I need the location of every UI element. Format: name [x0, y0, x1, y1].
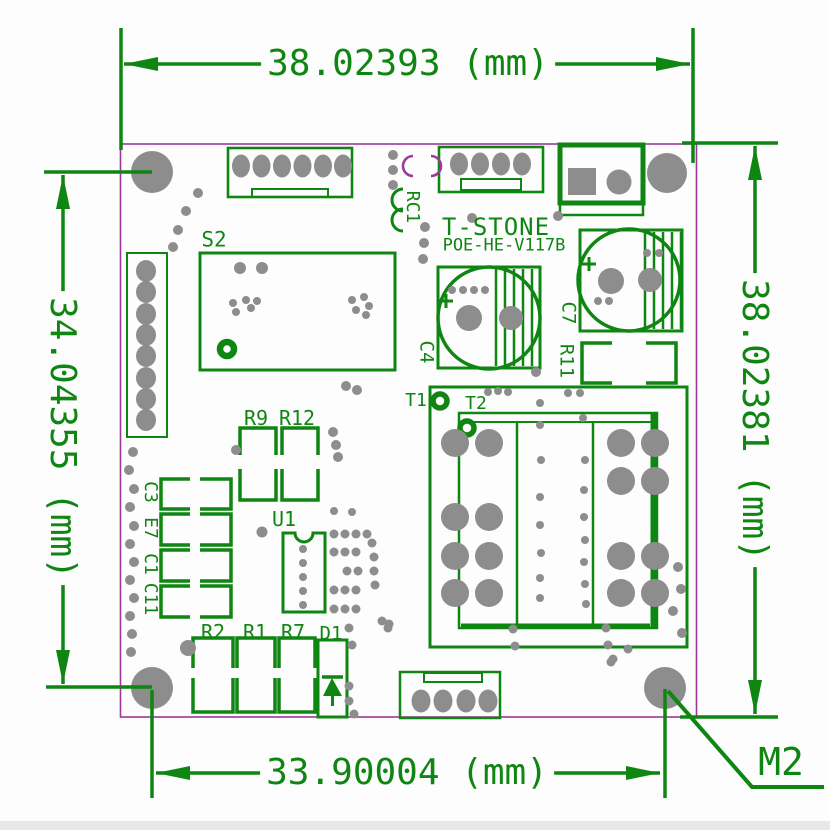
c4-pad-2 — [499, 306, 523, 330]
c7-pad-2 — [638, 268, 662, 292]
dimension-left-text: 34.04355 (mm) — [42, 291, 83, 585]
c4-pad-1 — [456, 305, 482, 331]
dimension-right-text: 38.02381 (mm) — [734, 273, 775, 567]
label-rc1: RC1 — [402, 190, 423, 224]
label-r1: R1 — [242, 620, 268, 644]
bottom-connector — [398, 670, 502, 720]
label-e7: E7 — [140, 517, 161, 539]
top-connector-1 — [226, 146, 354, 199]
m2-label: M2 — [758, 740, 804, 784]
mounting-holes — [131, 151, 687, 709]
label-r11: R11 — [555, 343, 578, 379]
left-connector-pads — [136, 260, 156, 431]
top-connector-2-pads — [450, 152, 531, 176]
label-u1: U1 — [271, 507, 297, 531]
ic-u1 — [281, 531, 327, 614]
c7-pad-1 — [598, 268, 624, 294]
dimension-arrowheads — [56, 57, 762, 780]
power-jack-pad-round — [606, 169, 632, 195]
vias — [124, 150, 687, 719]
label-s2: S2 — [201, 227, 227, 252]
label-r7: R7 — [280, 620, 306, 644]
label-model: POE-HE-V117B — [442, 235, 566, 256]
label-c11: C11 — [140, 582, 161, 616]
label-title: T-STONE — [441, 213, 551, 241]
power-jack-component — [557, 142, 646, 217]
label-c4: C4 — [415, 340, 438, 364]
diode-d1 — [316, 638, 349, 719]
m2-leader-line — [666, 689, 824, 789]
resistors-r2-r1-r7 — [191, 636, 317, 714]
power-jack-pad-square — [568, 168, 596, 195]
capacitor-c4 — [436, 265, 542, 371]
bottom-connector-pads — [411, 689, 498, 713]
rc1-green-brackets — [390, 187, 404, 233]
dimension-bottom-text: 33.90004 (mm) — [260, 755, 554, 791]
left-connector-outline — [126, 252, 168, 438]
label-t2: T2 — [465, 393, 487, 414]
resistors-r9-r12 — [238, 426, 320, 502]
label-t1: T1 — [405, 390, 427, 411]
capacitor-c7 — [576, 227, 684, 333]
caps-c3-e7-c1-c11 — [159, 477, 233, 619]
label-r12: R12 — [278, 406, 316, 430]
label-d1: D1 — [319, 622, 343, 645]
resistor-r11 — [580, 341, 678, 385]
label-c7: C7 — [557, 301, 580, 325]
bottom-gray-strip — [0, 821, 830, 830]
label-c3: C3 — [140, 481, 161, 503]
transformer-pads — [441, 429, 669, 607]
top-connector-1-pads — [232, 154, 352, 178]
dimension-top-text: 38.02393 (mm) — [261, 46, 555, 82]
label-r9: R9 — [243, 406, 269, 430]
mounting-hole-top-right — [647, 153, 687, 193]
label-r2: R2 — [200, 620, 226, 644]
label-c1: C1 — [140, 553, 161, 575]
rc1-purple-brackets — [401, 154, 443, 178]
s2-module-outline — [198, 251, 397, 372]
s2-donut-pad — [216, 338, 238, 360]
